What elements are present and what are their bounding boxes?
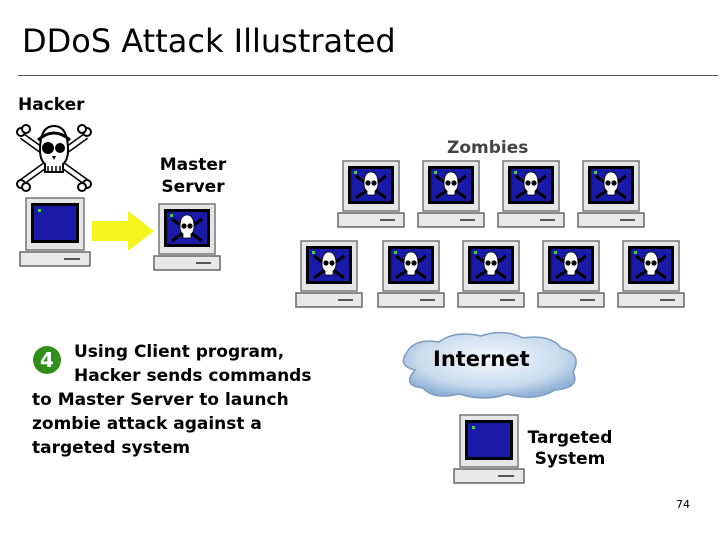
targeted-system-computer-icon (453, 414, 525, 484)
zombie-computer-icon (417, 160, 485, 228)
internet-label: Internet (433, 347, 530, 371)
master-server-label-line2: Server (161, 177, 225, 197)
step-description: Using Client program, Hacker sends comma… (32, 340, 332, 460)
step-description-line2: Hacker sends commands (74, 366, 312, 386)
zombie-computer-icon (577, 160, 645, 228)
step-description-rest: to Master Server to launch zombie attack… (32, 390, 289, 458)
zombie-computer-icon (497, 160, 565, 228)
master-server-label: Master Server (150, 154, 236, 198)
step-number-badge: 4 (33, 346, 61, 374)
zombie-computer-icon (537, 240, 605, 308)
targeted-system-label-line1: Targeted (527, 428, 613, 448)
master-server-computer-icon (153, 203, 221, 271)
zombie-computer-icon (457, 240, 525, 308)
cloud-icon (402, 331, 577, 399)
hacker-label: Hacker (18, 95, 85, 115)
skull-crossbones-icon (16, 124, 92, 192)
step-description-line1: Using Client program, (74, 342, 285, 362)
zombie-computer-icon (337, 160, 405, 228)
targeted-system-label-line2: System (534, 449, 606, 469)
zombies-label: Zombies (447, 138, 529, 158)
hacker-computer-icon (19, 197, 91, 267)
page-number: 74 (676, 498, 690, 511)
command-arrow (92, 211, 154, 251)
zombie-computer-icon (295, 240, 363, 308)
zombie-computer-icon (377, 240, 445, 308)
zombie-computer-icon (617, 240, 685, 308)
title-divider (18, 75, 718, 76)
targeted-system-label: Targeted System (520, 428, 620, 470)
slide-title: DDoS Attack Illustrated (22, 22, 396, 60)
master-server-label-line1: Master (159, 155, 227, 175)
